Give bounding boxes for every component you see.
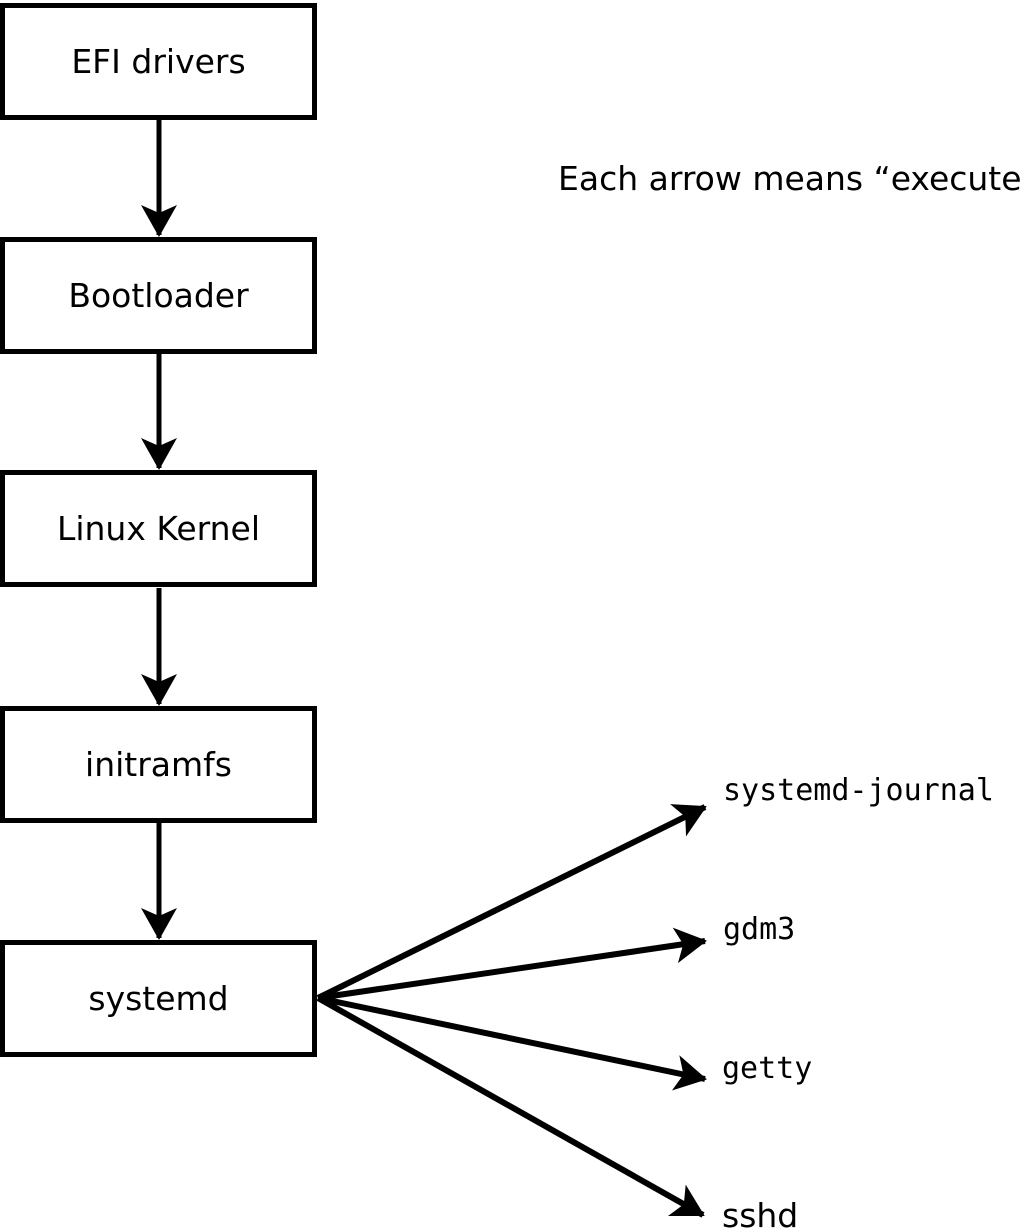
node-initramfs: initramfs xyxy=(0,706,317,823)
node-efi-drivers: EFI drivers xyxy=(0,3,317,120)
arrow-systemd-to-systemd-journal xyxy=(316,804,707,1001)
label-gdm3: gdm3 xyxy=(723,912,796,947)
arrow-systemd-to-gdm3 xyxy=(317,927,707,1001)
node-systemd: systemd xyxy=(0,940,317,1057)
node-efi-drivers-label: EFI drivers xyxy=(71,42,246,81)
node-initramfs-label: initramfs xyxy=(85,745,232,784)
label-sshd: sshd xyxy=(722,1196,799,1230)
node-linux-kernel: Linux Kernel xyxy=(0,470,317,587)
arrow-systemd-to-getty xyxy=(317,995,707,1091)
label-getty: getty xyxy=(722,1051,813,1086)
node-linux-kernel-label: Linux Kernel xyxy=(56,509,261,548)
note-arrow-meaning: Each arrow means “executes”. xyxy=(558,159,1023,198)
node-bootloader: Bootloader xyxy=(0,237,317,354)
arrow-systemd-to-sshd xyxy=(316,995,705,1218)
label-systemd-journal: systemd-journal xyxy=(723,773,994,808)
node-systemd-label: systemd xyxy=(88,979,229,1018)
node-bootloader-label: Bootloader xyxy=(68,276,249,315)
